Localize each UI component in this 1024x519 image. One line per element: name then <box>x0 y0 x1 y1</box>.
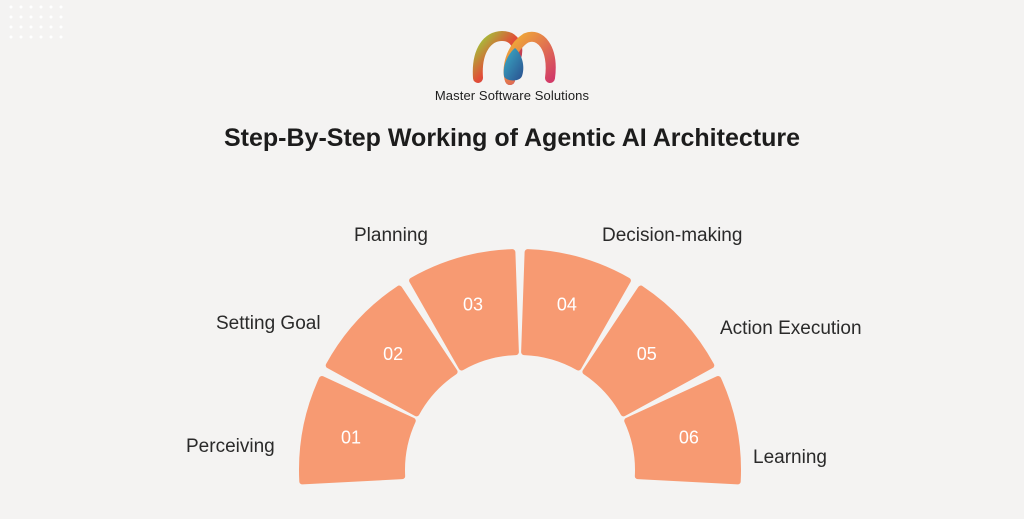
page-title: Step-By-Step Working of Agentic AI Archi… <box>224 124 800 152</box>
step-number-06: 06 <box>679 428 699 448</box>
step-segment-01 <box>299 376 416 485</box>
dot-pattern <box>9 5 63 39</box>
step-segment-04 <box>521 249 631 371</box>
step-label-perceiving: Perceiving <box>186 436 275 457</box>
step-number-02: 02 <box>383 344 403 364</box>
step-number-03: 03 <box>463 295 483 315</box>
step-label-learning: Learning <box>753 447 827 468</box>
step-segment-05 <box>582 285 715 417</box>
step-number-05: 05 <box>637 344 657 364</box>
step-label-decision-making: Decision-making <box>602 225 743 246</box>
step-segment-03 <box>409 249 519 371</box>
step-label-setting-goal: Setting Goal <box>216 313 321 334</box>
step-number-04: 04 <box>557 295 577 315</box>
step-segment-06 <box>624 376 741 485</box>
step-label-planning: Planning <box>354 225 428 246</box>
step-number-01: 01 <box>341 428 361 448</box>
brand-name: Master Software Solutions <box>434 88 590 103</box>
step-label-action-execution: Action Execution <box>720 318 862 339</box>
infinity-loop-logo-icon <box>472 30 556 85</box>
step-segment-02 <box>325 285 458 417</box>
